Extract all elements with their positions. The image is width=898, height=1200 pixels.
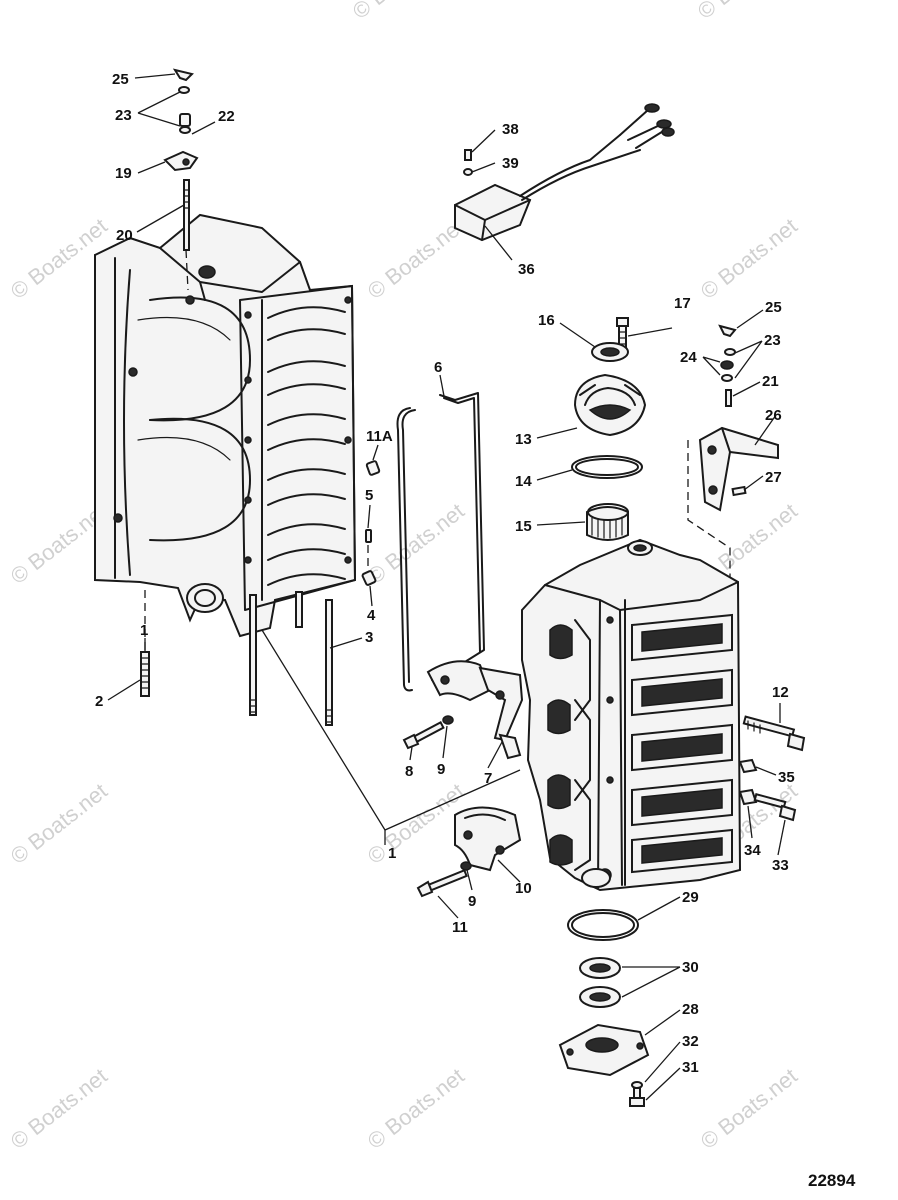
- part-label-29: 29: [682, 889, 699, 906]
- part-label-10: 10: [515, 880, 532, 897]
- part-label-11a: 11A: [366, 428, 393, 445]
- part-label-4: 4: [367, 607, 376, 624]
- part-label-32: 32: [682, 1033, 699, 1050]
- part-label-24: 24: [680, 349, 697, 366]
- watermark-10: © Boats.net: [6, 1063, 112, 1154]
- part-label-8: 8: [405, 763, 413, 780]
- crankcase-right: [521, 538, 742, 892]
- watermark-top-2: © Boats.net: [693, 0, 799, 24]
- part-label-25-top: 25: [112, 71, 129, 88]
- harness-36: [454, 103, 675, 242]
- watermark-5: © Boats.net: [363, 498, 469, 589]
- part-label-15: 15: [515, 518, 532, 535]
- part-label-1-center: 1: [388, 845, 396, 862]
- drawing-number: 22894: [808, 1171, 856, 1190]
- arm-7: [402, 660, 524, 760]
- linkage-hardware-right: [687, 324, 779, 590]
- part-label-9-upper: 9: [437, 761, 445, 778]
- part-label-17: 17: [674, 295, 691, 312]
- part-label-34: 34: [744, 842, 761, 859]
- bearing-stack-top: [571, 317, 647, 541]
- part-label-25-right: 25: [765, 299, 782, 316]
- part-label-31: 31: [682, 1059, 699, 1076]
- watermark-12: © Boats.net: [696, 1063, 802, 1154]
- part-label-33: 33: [772, 857, 789, 874]
- part-label-3: 3: [365, 629, 373, 646]
- studs-3: [249, 591, 333, 726]
- part-label-21: 21: [762, 373, 779, 390]
- watermark-8: © Boats.net: [363, 778, 469, 869]
- part-label-13: 13: [515, 431, 532, 448]
- watermark-7: © Boats.net: [6, 778, 112, 869]
- part-label-1-left: 1: [140, 622, 148, 639]
- part-label-16: 16: [538, 312, 555, 329]
- part-label-20: 20: [116, 227, 133, 244]
- cylinder-block-left: [94, 213, 357, 638]
- part-label-36: 36: [518, 261, 535, 278]
- watermark-11: © Boats.net: [363, 1063, 469, 1154]
- part-label-39: 39: [502, 155, 519, 172]
- top-left-hardware: [163, 68, 199, 291]
- part-label-23-top: 23: [115, 107, 132, 124]
- watermark-3: © Boats.net: [696, 213, 802, 304]
- part-label-35: 35: [778, 769, 795, 786]
- part-label-12: 12: [772, 684, 789, 701]
- part-label-38: 38: [502, 121, 519, 138]
- dowels: [361, 460, 381, 586]
- part-label-23-right: 23: [764, 332, 781, 349]
- part-label-2: 2: [95, 693, 103, 710]
- watermark-2: © Boats.net: [363, 213, 469, 304]
- part-label-14: 14: [515, 473, 532, 490]
- part-label-28: 28: [682, 1001, 699, 1018]
- part-label-26: 26: [765, 407, 782, 424]
- part-label-11: 11: [452, 919, 468, 936]
- part-label-6: 6: [434, 359, 442, 376]
- leader-lines: [107, 73, 786, 1101]
- part-label-22: 22: [218, 108, 235, 125]
- part-labels: 25 23 22 19 20 38 39 36 17 16 25 23 24 2…: [95, 71, 795, 1076]
- part-label-7: 7: [484, 770, 492, 787]
- part-label-27: 27: [765, 469, 782, 486]
- bearing-stack-bottom: [558, 909, 650, 1107]
- leader-1-group: [261, 629, 521, 845]
- part-label-19: 19: [115, 165, 132, 182]
- bolts-right-side: [738, 715, 806, 822]
- part-label-9-lower: 9: [468, 893, 476, 910]
- part-label-30: 30: [682, 959, 699, 976]
- bearing-cap-10: [416, 806, 522, 898]
- watermark-top-1: © Boats.net: [348, 0, 454, 24]
- part-label-5: 5: [365, 487, 373, 504]
